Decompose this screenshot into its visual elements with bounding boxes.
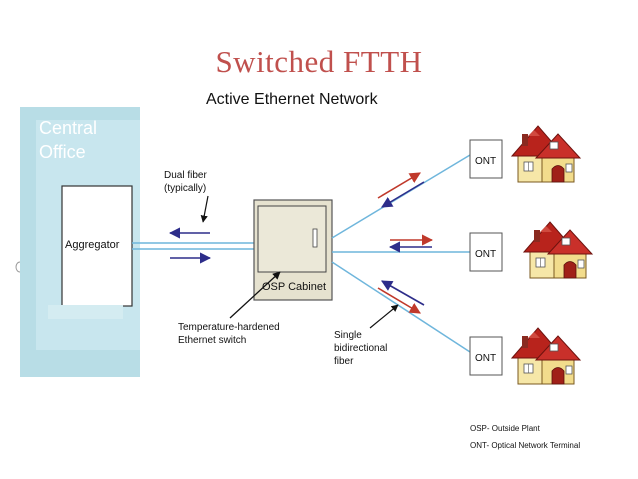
osp-cabinet-label: OSP Cabinet bbox=[262, 281, 326, 293]
bidirectional-arrows bbox=[377, 172, 434, 314]
ont-2: ONT bbox=[469, 232, 503, 272]
ont-2-label: ONT bbox=[475, 249, 496, 260]
aggregator-label: Aggregator bbox=[65, 239, 120, 251]
dual-fiber-link bbox=[132, 227, 254, 264]
switch-note-line1: Temperature-hardened bbox=[178, 322, 280, 333]
dual-fiber-note-line2: (typically) bbox=[164, 183, 206, 194]
central-office: Central Office Aggregator bbox=[20, 107, 140, 377]
single-fiber-note-line1: Single bbox=[334, 330, 362, 341]
aggregator-box bbox=[61, 185, 133, 307]
switch-pointer bbox=[229, 271, 281, 319]
legend-osp: OSP- Outside Plant bbox=[470, 424, 541, 433]
house-3-icon bbox=[511, 327, 581, 385]
house-2-icon bbox=[523, 221, 593, 279]
single-fiber-note-line3: fiber bbox=[334, 356, 354, 367]
ont-3-label: ONT bbox=[475, 353, 496, 364]
central-office-label-line1: Central bbox=[39, 118, 97, 138]
legend-ont: ONT- Optical Network Terminal bbox=[470, 441, 580, 450]
single-fiber-pointer bbox=[369, 304, 399, 329]
central-office-label-line2: Office bbox=[39, 142, 86, 162]
switch-note-line2: Ethernet switch bbox=[178, 335, 246, 346]
dual-fiber-note-line1: Dual fiber bbox=[164, 170, 207, 181]
ont-3: ONT bbox=[469, 336, 503, 376]
single-fiber-note-line2: bidirectional bbox=[334, 343, 387, 354]
house-1-icon bbox=[511, 125, 581, 183]
slide-title: Switched FTTH bbox=[215, 44, 423, 79]
dual-fiber-pointer bbox=[200, 195, 209, 223]
diagram-title: Active Ethernet Network bbox=[206, 91, 379, 108]
ont-1: ONT bbox=[469, 139, 503, 179]
ont-1-label: ONT bbox=[475, 156, 496, 167]
